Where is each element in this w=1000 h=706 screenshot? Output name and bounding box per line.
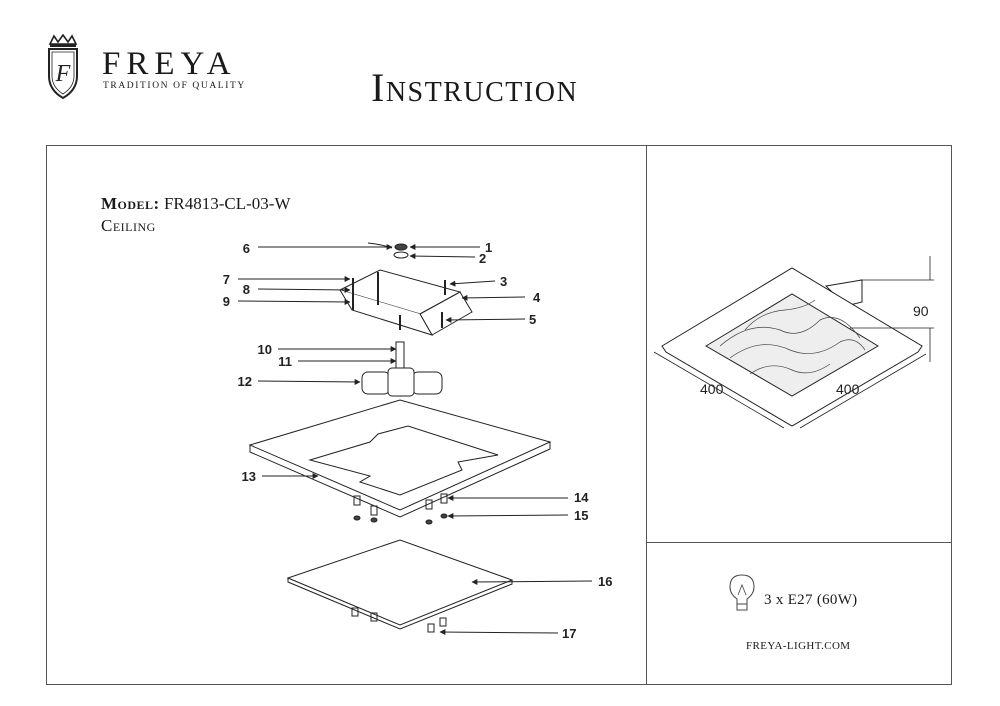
callout-4: 4 (533, 290, 541, 305)
callout-14: 14 (574, 490, 589, 505)
brand-tagline: TRADITION OF QUALITY (103, 81, 246, 91)
lamp-spec: 3 x E27 (60W) (764, 592, 858, 608)
model-type: Ceiling (101, 216, 156, 235)
brand-name: FREYA (102, 46, 237, 82)
light-bulb-icon (729, 574, 755, 611)
callout-5: 5 (529, 312, 536, 327)
callout-16: 16 (598, 574, 612, 589)
dimension-depth: 400 (836, 381, 860, 397)
callout-3: 3 (500, 274, 507, 289)
assembly-diagram: 6 1 2 3 4 5 7 8 9 10 11 12 13 14 15 16 1… (223, 240, 613, 641)
content-frame (46, 145, 952, 685)
dimension-height: 90 (913, 303, 929, 319)
website-link[interactable]: FREYA-LIGHT.COM (746, 640, 851, 652)
callout-7: 7 (223, 272, 230, 287)
callout-9: 9 (223, 294, 230, 309)
callout-11: 11 (278, 354, 292, 369)
callout-12: 12 (238, 374, 252, 389)
callout-8: 8 (243, 282, 250, 297)
dimension-width: 400 (700, 381, 724, 397)
callout-17: 17 (562, 626, 576, 641)
fixture-dimension-drawing: 90 400 400 (653, 256, 934, 429)
svg-text:F: F (55, 61, 71, 87)
page-title: Instruction (371, 65, 579, 110)
model-label: Model: (101, 194, 160, 213)
callout-6: 6 (243, 241, 250, 256)
callout-2: 2 (479, 251, 486, 266)
horizontal-divider (646, 542, 952, 543)
callout-15: 15 (574, 508, 588, 523)
model-line: Model: FR4813-CL-03-W (101, 194, 291, 214)
callout-1: 1 (485, 240, 492, 255)
freya-logo-icon: F (48, 34, 78, 100)
model-code: FR4813-CL-03-W (163, 194, 291, 213)
callout-13: 13 (242, 469, 256, 484)
callout-10: 10 (258, 342, 272, 357)
vertical-divider (646, 145, 647, 685)
